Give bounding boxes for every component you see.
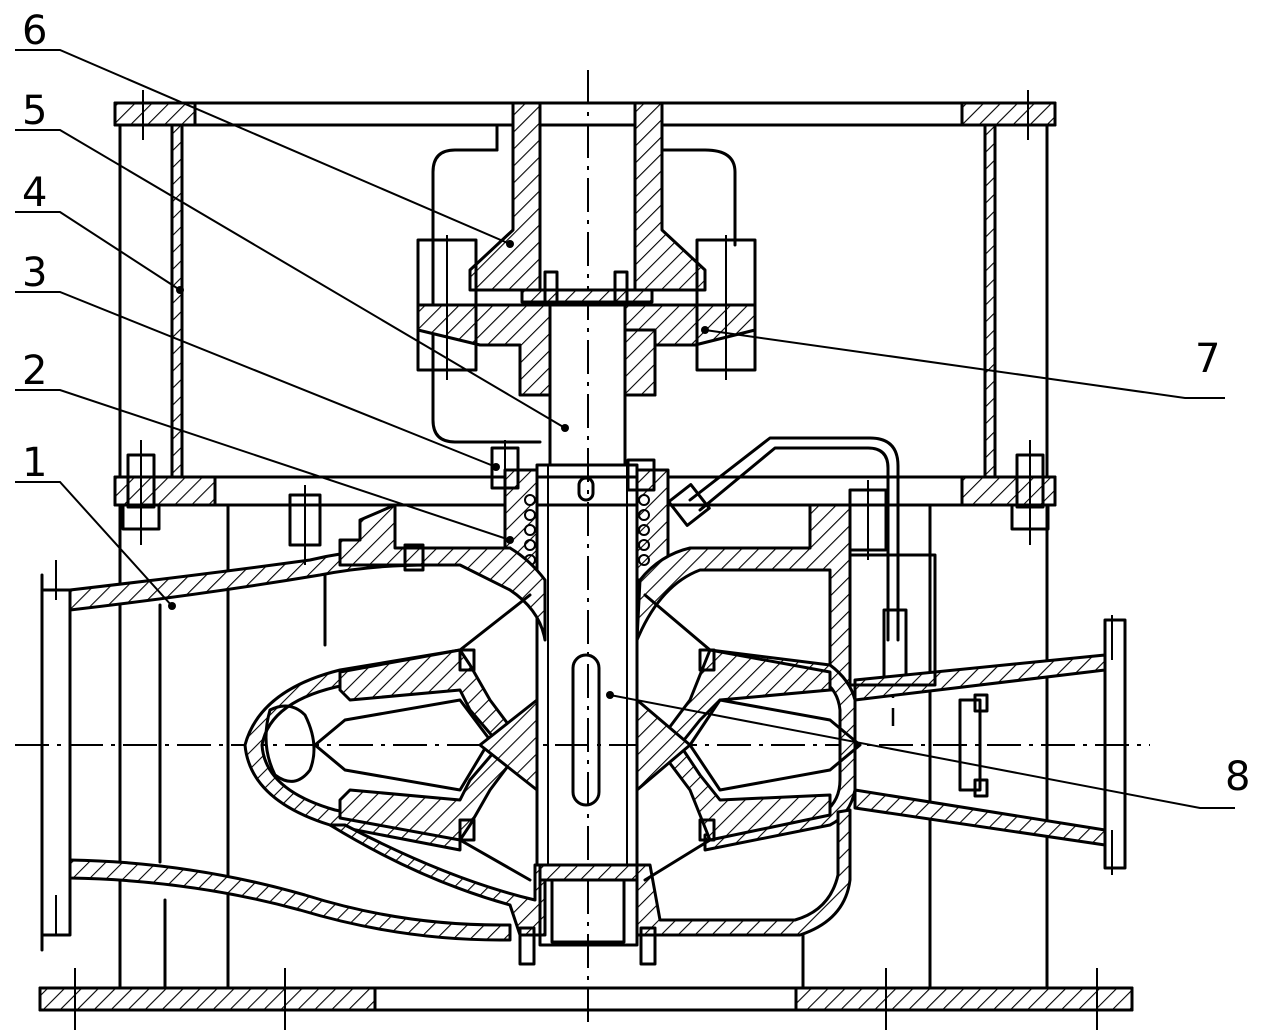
leader-lines [15, 49, 1235, 809]
label-1: 1 [22, 440, 47, 486]
part-number-labels: 6 5 4 3 2 1 7 8 [22, 8, 1250, 800]
discharge-end-plate [958, 693, 989, 798]
base-plate [38, 968, 1134, 1030]
impeller [313, 593, 862, 882]
label-5: 5 [22, 88, 47, 134]
label-4: 4 [22, 170, 47, 216]
label-6: 6 [22, 8, 47, 54]
pump-casing [40, 480, 1127, 966]
label-3: 3 [22, 250, 47, 296]
label-2: 2 [22, 348, 47, 394]
label-7: 7 [1195, 336, 1220, 382]
motor-stand-frame [113, 90, 1057, 990]
label-8: 8 [1225, 754, 1250, 800]
coupling-assembly [416, 101, 757, 444]
